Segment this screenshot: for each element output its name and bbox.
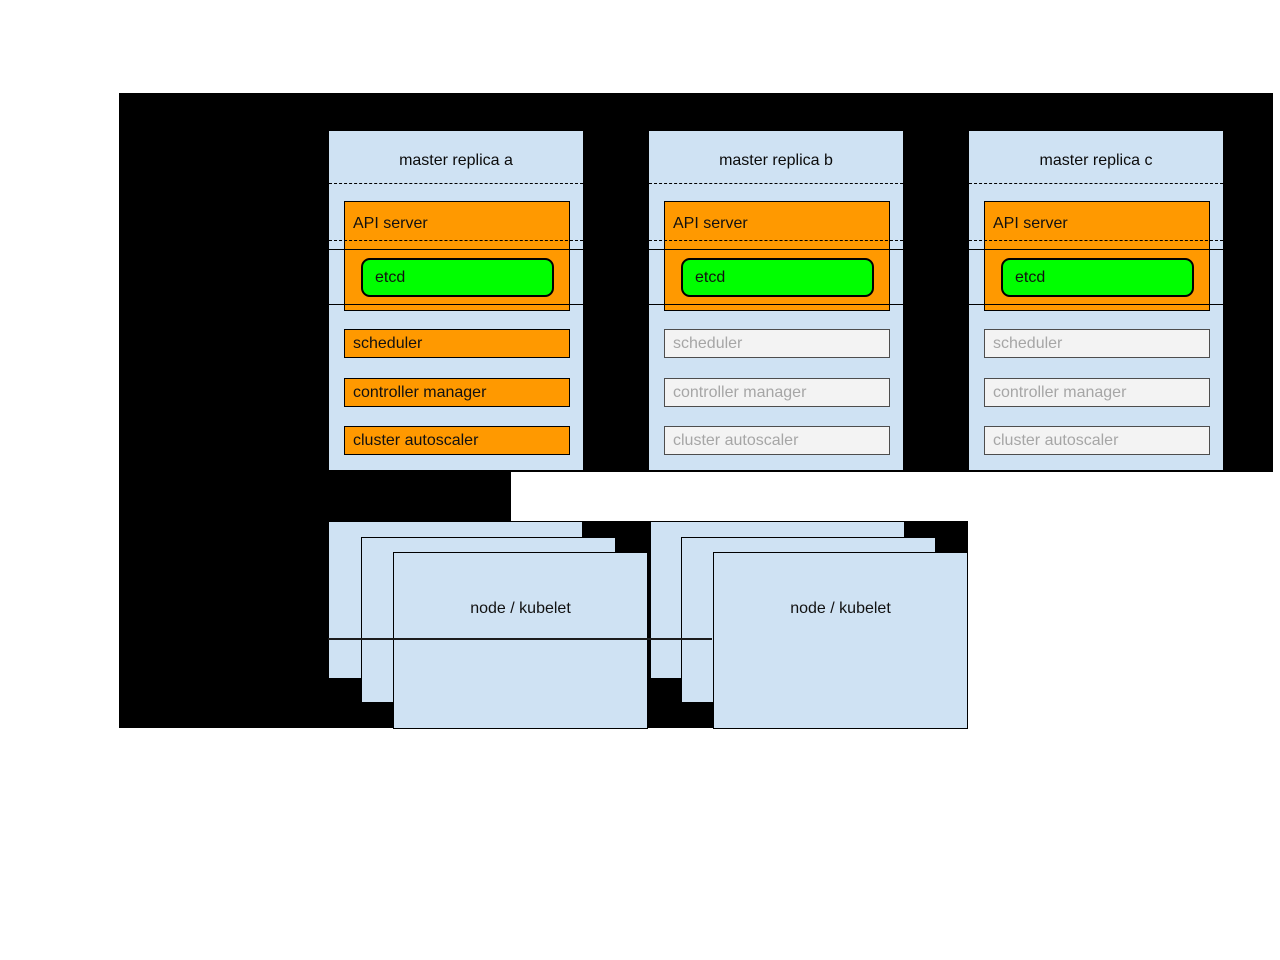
dashed-separator (329, 240, 583, 241)
node-stack-1-front: node / kubelet (393, 552, 648, 729)
solid-separator (649, 249, 903, 250)
master-replica-b-panel: master replica b API server etcd schedul… (648, 130, 904, 471)
solid-separator (649, 304, 903, 305)
dashed-separator (969, 240, 1223, 241)
solid-separator (329, 304, 583, 305)
master-replica-c-panel: master replica c API server etcd schedul… (968, 130, 1224, 471)
api-server-label: API server (673, 215, 748, 232)
cluster-autoscaler-box: cluster autoscaler (984, 426, 1210, 455)
etcd-box: etcd (361, 258, 554, 297)
replica-title: master replica b (719, 152, 833, 169)
horizontal-connector-line (328, 638, 712, 640)
solid-separator (969, 249, 1223, 250)
replica-title: master replica c (1039, 152, 1153, 169)
cluster-autoscaler-box: cluster autoscaler (664, 426, 890, 455)
master-replica-a-panel: master replica a API server etcd schedul… (328, 130, 584, 471)
etcd-box: etcd (681, 258, 874, 297)
controller-manager-box: controller manager (664, 378, 890, 407)
solid-separator (969, 304, 1223, 305)
controller-manager-box: controller manager (984, 378, 1210, 407)
etcd-box: etcd (1001, 258, 1194, 297)
black-canvas-left-strip (119, 472, 511, 521)
replica-title: master replica a (399, 152, 513, 169)
scheduler-box: scheduler (984, 329, 1210, 358)
controller-manager-box: controller manager (344, 378, 570, 407)
dashed-separator (649, 240, 903, 241)
scheduler-box: scheduler (664, 329, 890, 358)
dashed-separator (329, 183, 583, 184)
api-server-label: API server (993, 215, 1068, 232)
scheduler-box: scheduler (344, 329, 570, 358)
node-stack-2-front: node / kubelet (713, 552, 968, 729)
dashed-separator (969, 183, 1223, 184)
cluster-autoscaler-box: cluster autoscaler (344, 426, 570, 455)
solid-separator (329, 249, 583, 250)
dashed-separator (649, 183, 903, 184)
api-server-label: API server (353, 215, 428, 232)
